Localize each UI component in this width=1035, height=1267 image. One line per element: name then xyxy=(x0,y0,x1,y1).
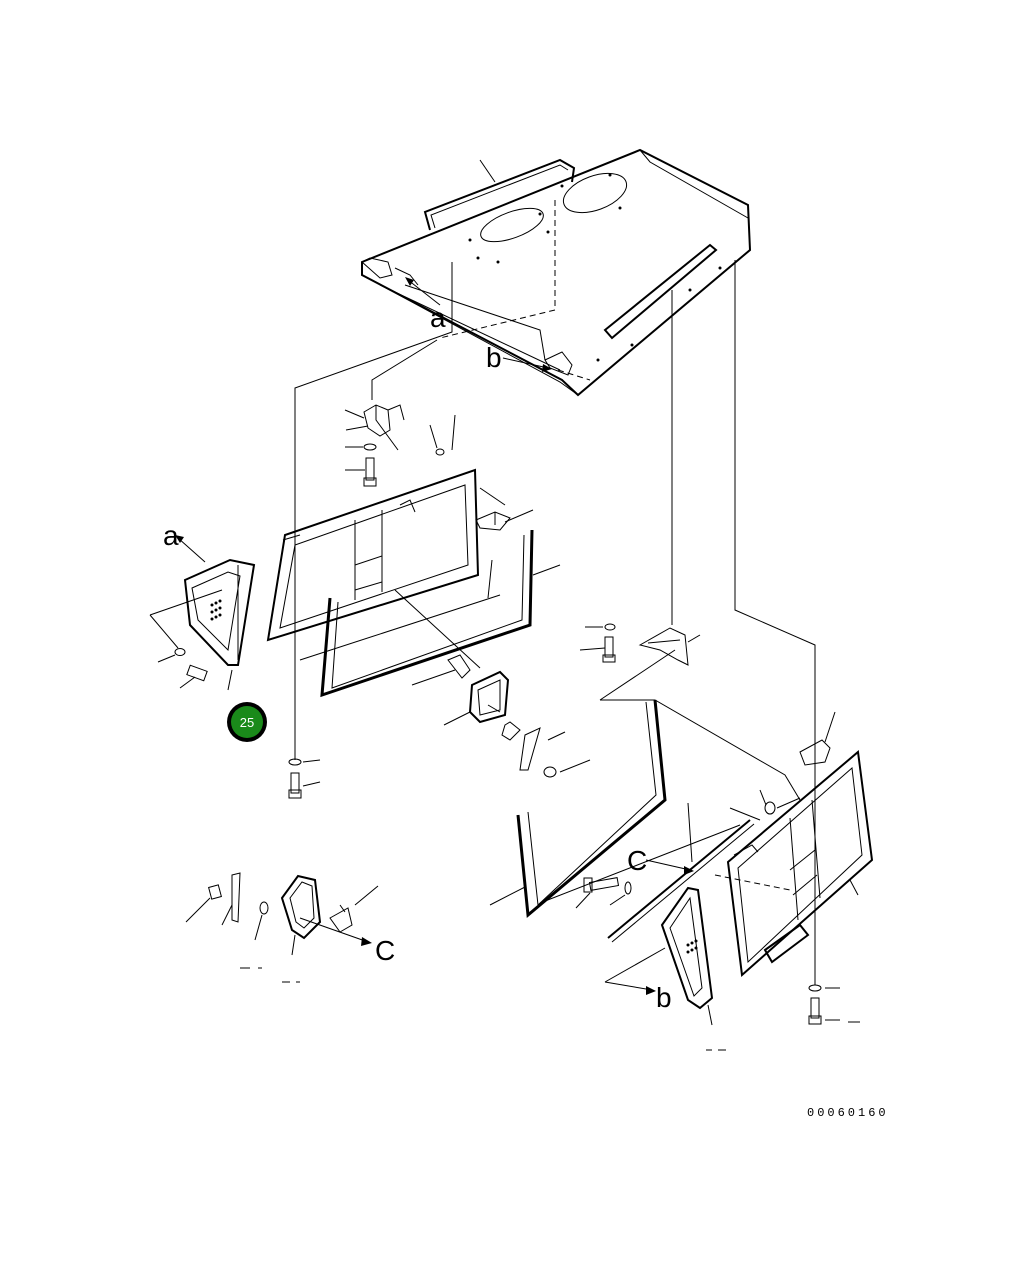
right-window-frame xyxy=(714,711,874,978)
callout-badge[interactable]: 25 xyxy=(227,702,267,742)
bolt-washer-set xyxy=(575,877,632,909)
latch-detail xyxy=(185,872,379,956)
badge-label: 25 xyxy=(240,715,254,730)
callout-c-bottom: C xyxy=(299,917,395,966)
right-corner-panel xyxy=(660,886,714,1026)
callout-c-right: C xyxy=(627,845,694,876)
left-corner-panel xyxy=(149,558,256,691)
right-lower-bolt xyxy=(808,984,860,1025)
hinge-clip xyxy=(475,487,534,531)
lower-strip xyxy=(607,802,761,943)
upper-glass-panel xyxy=(299,529,561,698)
drawing-code: 00060160 xyxy=(807,1106,889,1120)
callout-a-left: a xyxy=(163,520,206,563)
top-cover-plate xyxy=(361,148,752,397)
callout-b-bottom: b xyxy=(604,947,672,1013)
right-hinge-bracket xyxy=(579,623,701,666)
callout-a-top: a xyxy=(405,277,446,333)
grip-dots xyxy=(210,599,222,621)
badge-fill xyxy=(231,706,263,738)
leader-lines xyxy=(294,159,816,985)
callout-letter-b-bottom: b xyxy=(656,982,672,1013)
callout-letter-a: a xyxy=(430,302,446,333)
lower-glass-strip xyxy=(489,699,741,918)
callout-letter-c-right: C xyxy=(627,845,647,876)
mounting-holes xyxy=(468,173,722,362)
left-hinge-bracket xyxy=(344,404,405,487)
callout-letter-a-left: a xyxy=(163,520,179,551)
callout-letter-c: C xyxy=(375,935,395,966)
latch-assembly xyxy=(394,589,591,778)
callout-b-top: b xyxy=(486,342,552,373)
left-lower-bolt xyxy=(288,758,321,799)
callout-letter-b: b xyxy=(486,342,502,373)
upper-window-frame xyxy=(266,468,480,642)
pin xyxy=(429,414,456,456)
